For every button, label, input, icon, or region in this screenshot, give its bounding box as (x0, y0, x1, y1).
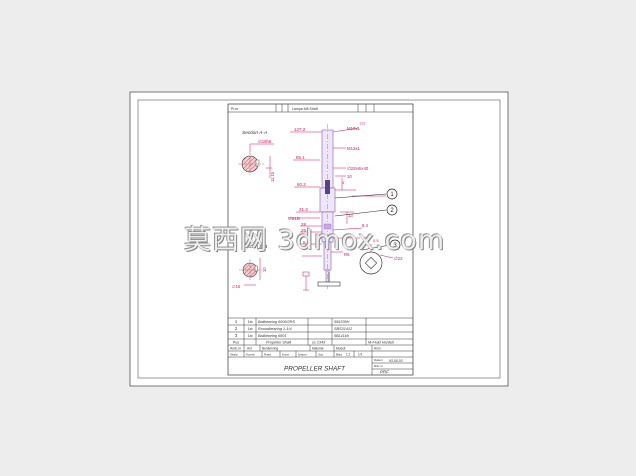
bom-row1-pos: 1 (235, 319, 238, 324)
dim-label-tol: IT7 (360, 122, 365, 126)
tb-row2-2: Ritad (264, 353, 271, 357)
dim-label-r1: M10x1 (347, 126, 361, 131)
balloon-leaders (334, 193, 391, 251)
tb-row1-5: Anm (374, 347, 381, 351)
section-top-width: ∅18h6 (258, 139, 272, 144)
tb-doc-label: Ritn.nr (374, 364, 383, 368)
section-bottom-key (254, 265, 258, 272)
section-bottom-height: 10 (262, 267, 267, 272)
bom-table-lines (228, 317, 413, 346)
dim-label-d1: 127.2 (294, 127, 306, 132)
dimension-lines-right (331, 127, 386, 253)
bom-row2-qty: 1st (247, 327, 253, 331)
shaft-groove (323, 223, 332, 230)
title-block-lines (228, 345, 413, 375)
bom-header-material: ss 2343 (312, 341, 326, 345)
balloon-3[interactable]: 3 (389, 239, 401, 251)
tb-row2-6: Blad (336, 353, 342, 357)
header-strip (228, 104, 413, 113)
tb-row1-4: Modell (336, 347, 346, 351)
bom-row2-part: SBS31412 (334, 327, 353, 331)
dimension-lines-left (288, 131, 322, 257)
dim-label-d2: 85.1 (296, 155, 305, 160)
section-top-dims (249, 143, 274, 178)
dim-label-d5: ∅51B (288, 216, 300, 221)
dim-label-small3: 0.5 (373, 238, 379, 243)
balloon-2[interactable]: 2 (386, 204, 398, 216)
dim-label-r9: R6 (344, 252, 350, 257)
dim-label-r5: 10 (347, 174, 352, 179)
tb-row2-0: Skala (230, 353, 238, 357)
bom-row3-desc: Ballbearing 6801 (258, 334, 287, 338)
section-top-height: 11.15 (270, 171, 275, 182)
tb-row2-5: Utg (318, 353, 323, 357)
detail-label: ∅22 (394, 256, 403, 261)
dim-label-r2: M12x1 (347, 146, 361, 151)
bom-row3-part: 5BL11k9 (334, 334, 350, 338)
dim-label-r3: ∅20 (362, 236, 371, 241)
bom-header-pos: Pos (233, 341, 239, 345)
bom-row3-qty: 1st (247, 334, 253, 338)
detail-circle (359, 251, 383, 275)
balloon-1-label: 1 (390, 192, 394, 198)
dim-label-small2: 1.5 (360, 242, 366, 247)
tb-row1-0: Ändr.nr (230, 347, 242, 351)
dim-label-d8: 5.4 (303, 240, 310, 245)
tb-doc-nr: PRF (380, 370, 389, 375)
dim-label-small1: 4 (342, 180, 345, 185)
bom-row3-pos: 3 (235, 333, 238, 338)
shaft-keyway (325, 180, 330, 194)
tb-row2-value-6: 1/1 (358, 353, 363, 357)
flange-plate (317, 272, 341, 287)
small-bolt (302, 271, 310, 291)
dim-label-d6: 28 (301, 222, 307, 227)
dim-label-d4: 21.3 (299, 207, 308, 212)
balloon-3-label: 3 (393, 243, 397, 249)
bom-header-spec: M-Fluid Hardull (368, 341, 394, 345)
bom-row1-part: 556335H (334, 320, 350, 324)
tb-row2-4: Datum (298, 353, 307, 357)
dim-label-r7: 8.4 (362, 223, 369, 228)
dim-label-d7: 25 (301, 228, 307, 233)
tb-row2-3: Kontr (282, 353, 289, 357)
bom-row2-desc: Roundbearing 1-1/4 (258, 327, 292, 331)
tb-row1-3: Material (312, 347, 324, 351)
detail-dims (370, 244, 394, 259)
tb-row2-value-5: 1:1 (346, 353, 351, 357)
dim-label-r4: ∅22H6×40 (347, 166, 369, 171)
section-label-top: Section A-A (242, 130, 267, 136)
balloon-2-label: 2 (390, 208, 394, 214)
bom-header-title: Propeller Shaft (266, 341, 292, 345)
tb-date-label: Datum (374, 358, 383, 362)
bom-row1-desc: Ballbearing 6006/2RS (258, 320, 295, 324)
dim-label-r6: 13 (348, 213, 353, 218)
bom-row1-qty: 1st (247, 320, 253, 324)
detail-square (364, 256, 378, 270)
tb-row2-1: Konstr (246, 353, 255, 357)
section-bottom-dims (244, 258, 261, 286)
tb-row1-2: Benämning (262, 347, 278, 351)
balloon-1[interactable]: 1 (386, 188, 398, 200)
tb-row1-1: Ant (247, 347, 252, 351)
bom-row2-pos: 2 (235, 326, 238, 331)
dim-label-d3: 60.2 (297, 182, 306, 187)
tb-date: 93-06-03 (389, 359, 403, 363)
section-top-key (255, 159, 260, 167)
sheet-frame (137, 99, 501, 379)
header-cell-0: Pr.nr (231, 107, 239, 111)
section-label-bottom: Section B-B (242, 244, 268, 250)
drawing-border (227, 103, 414, 376)
section-bottom-width: ∅16 (232, 284, 241, 289)
tb-title: PROPELLER SHAFT (284, 366, 346, 373)
header-cell-3: Lampa M8 Shaft (292, 107, 318, 111)
